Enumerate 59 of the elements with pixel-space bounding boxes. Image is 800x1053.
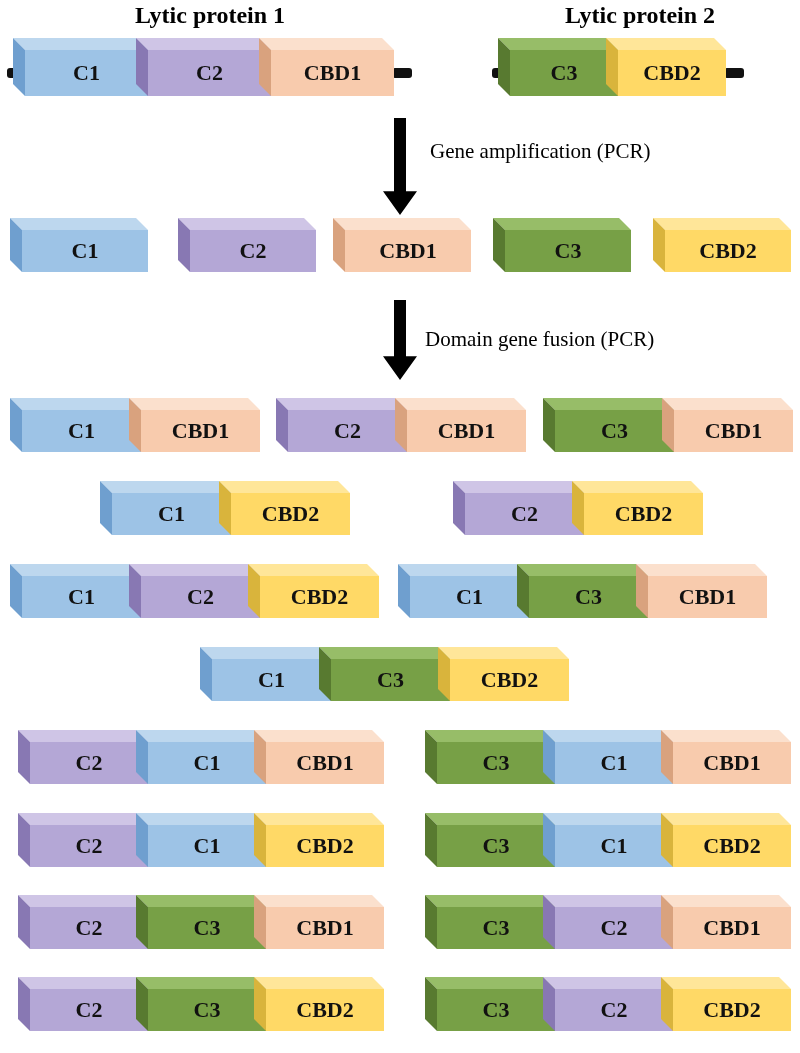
domain-label: CBD1	[296, 752, 354, 774]
domain-label: CBD1	[171, 420, 230, 442]
domain-label: C3	[601, 420, 628, 442]
domain-label: C1	[258, 669, 285, 691]
domain-label: C1	[68, 586, 95, 608]
domain-label: C3	[193, 999, 221, 1021]
edge-label: Gene amplification (PCR)	[430, 139, 651, 163]
domain-label: C3	[482, 835, 510, 857]
domain-label: C1	[193, 752, 221, 774]
domain-label: C2	[600, 999, 628, 1021]
domain-label: CBD2	[643, 62, 701, 84]
domain-label: C1	[456, 586, 483, 608]
block-arrow	[383, 118, 417, 215]
domain-label: CBD2	[614, 503, 673, 525]
domain-label: CBD2	[699, 240, 757, 262]
domain-label: CBD2	[480, 669, 539, 691]
domain-label: CBD2	[296, 999, 354, 1021]
domain-label: C2	[75, 917, 103, 939]
domain-label: C3	[482, 752, 510, 774]
domain-label: CBD2	[296, 835, 354, 857]
domain-label: C3	[554, 240, 582, 262]
domain-label: C1	[73, 62, 100, 84]
domain-label: CBD1	[703, 752, 761, 774]
domain-label: CBD1	[703, 917, 761, 939]
domain-label: CBD1	[296, 917, 354, 939]
domain-label: CBD1	[704, 420, 763, 442]
domain-label: C3	[550, 62, 578, 84]
edge-label: Domain gene fusion (PCR)	[425, 328, 655, 352]
domain-label: CBD1	[379, 240, 437, 262]
construct-title: Lytic protein 1	[134, 2, 286, 29]
domain-label: C2	[334, 420, 361, 442]
domain-label: C3	[482, 917, 510, 939]
domain-label: CBD2	[703, 835, 761, 857]
domain-label: CBD2	[290, 586, 349, 608]
domain-label: C3	[377, 669, 404, 691]
domain-label: C1	[600, 752, 628, 774]
domain-label: C1	[68, 420, 95, 442]
domain-label: C1	[71, 240, 99, 262]
domain-label: C2	[187, 586, 214, 608]
domain-label: C2	[600, 917, 628, 939]
construct-title: Lytic protein 2	[564, 2, 716, 29]
domain-label: C3	[193, 917, 221, 939]
domain-label: C1	[158, 503, 185, 525]
domain-label: C2	[239, 240, 267, 262]
domain-label: C2	[75, 835, 103, 857]
domain-label: C1	[600, 835, 628, 857]
domain-label: CBD1	[303, 62, 362, 84]
domain-label: C2	[511, 503, 538, 525]
domain-label: CBD2	[261, 503, 320, 525]
domain-label: C3	[575, 586, 602, 608]
domain-label: C2	[75, 752, 103, 774]
domain-label: CBD1	[678, 586, 737, 608]
domain-label: C1	[193, 835, 221, 857]
domain-label: CBD1	[437, 420, 496, 442]
domain-label: C3	[482, 999, 510, 1021]
domain-label: C2	[196, 62, 223, 84]
domain-label: C2	[75, 999, 103, 1021]
block-arrow	[383, 300, 417, 380]
domain-label: CBD2	[703, 999, 761, 1021]
